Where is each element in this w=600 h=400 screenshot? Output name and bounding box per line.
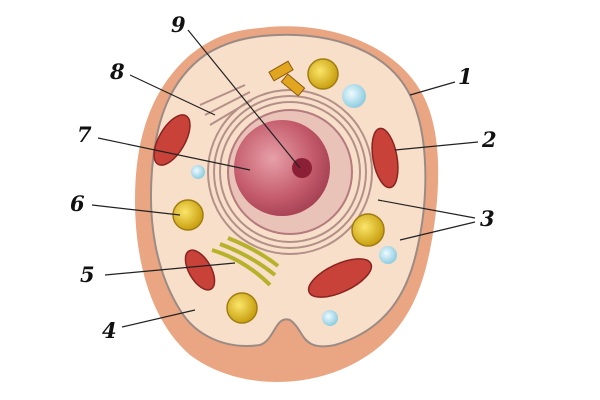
label-8: 8: [109, 59, 125, 84]
label-2: 2: [481, 127, 497, 152]
mitochondria: [153, 114, 399, 298]
centrioles: [268, 60, 306, 97]
label-1: 1: [458, 64, 473, 89]
label-6: 6: [70, 191, 85, 216]
nucleolus: [292, 158, 312, 178]
leader-lines: [91, 29, 479, 328]
label-4: 4: [102, 318, 117, 343]
label-3: 3: [480, 206, 495, 231]
label-9: 9: [171, 12, 186, 37]
label-7: 7: [77, 122, 92, 147]
nucleus-body: [234, 120, 330, 216]
endoplasmic-reticulum: [199, 84, 373, 255]
label-5: 5: [80, 262, 95, 287]
lysosomes: [172, 58, 385, 324]
golgi-apparatus: [211, 236, 280, 287]
vacuoles: [191, 84, 397, 326]
